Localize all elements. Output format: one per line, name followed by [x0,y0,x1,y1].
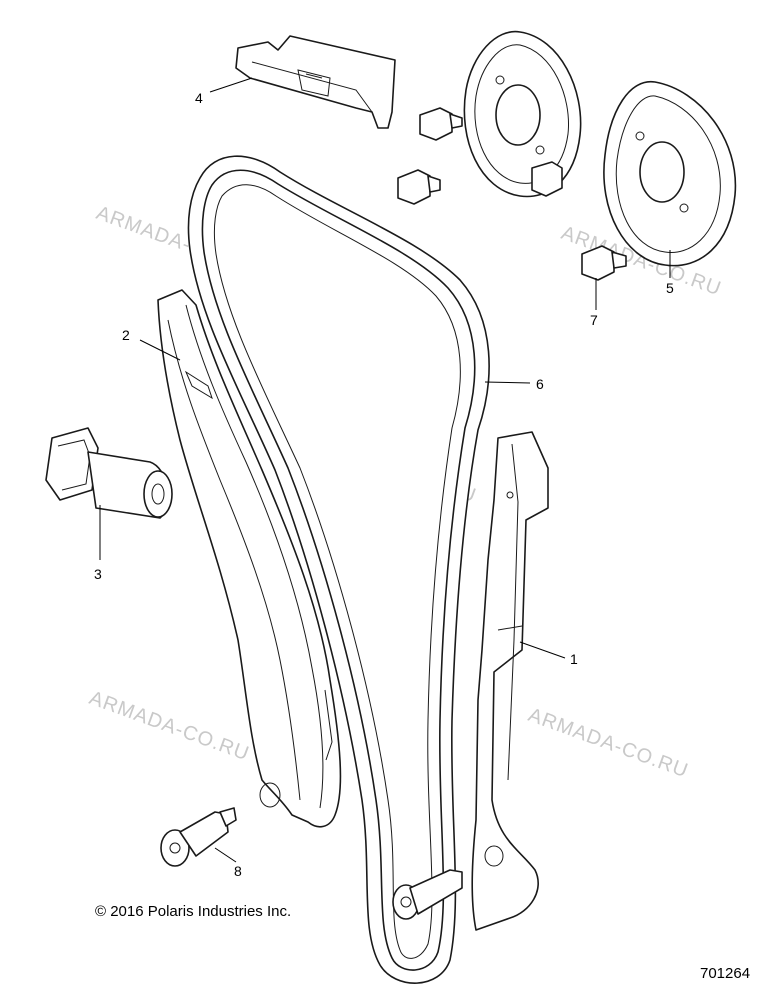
cam-sprocket-exhaust [603,80,737,267]
copyright-notice: © 2016 Polaris Industries Inc. [95,903,291,920]
callout-4: 4 [195,90,203,106]
callouts: 1 2 3 4 5 6 7 8 [94,90,674,879]
chain-tensioner [45,427,173,519]
callout-3: 3 [94,566,102,582]
watermark-4: ARMADA-CO.RU [86,687,252,765]
callout-2: 2 [122,327,130,343]
leader-lines [99,77,671,863]
fixed-chain-guide [471,431,549,931]
callout-1: 1 [570,651,578,667]
callout-8: 8 [234,863,242,879]
tensioner-guide [157,289,342,828]
callout-5: 5 [666,280,674,296]
cam-sprocket-intake [463,30,582,198]
bolt-7 [581,245,627,281]
callout-7: 7 [590,312,598,328]
bolt-upper [419,107,463,141]
watermark-5: ARMADA-CO.RU [525,704,691,782]
bolt-middle [397,169,441,205]
figure-number: 701264 [700,965,750,982]
sprocket-bolts [397,107,627,281]
pivot-bolt [160,807,237,867]
timing-chain [187,155,490,984]
guide-bolt [392,869,463,920]
upper-chain-guide [235,35,396,129]
bolt-on-sprocket [531,161,563,197]
callout-6: 6 [536,376,544,392]
